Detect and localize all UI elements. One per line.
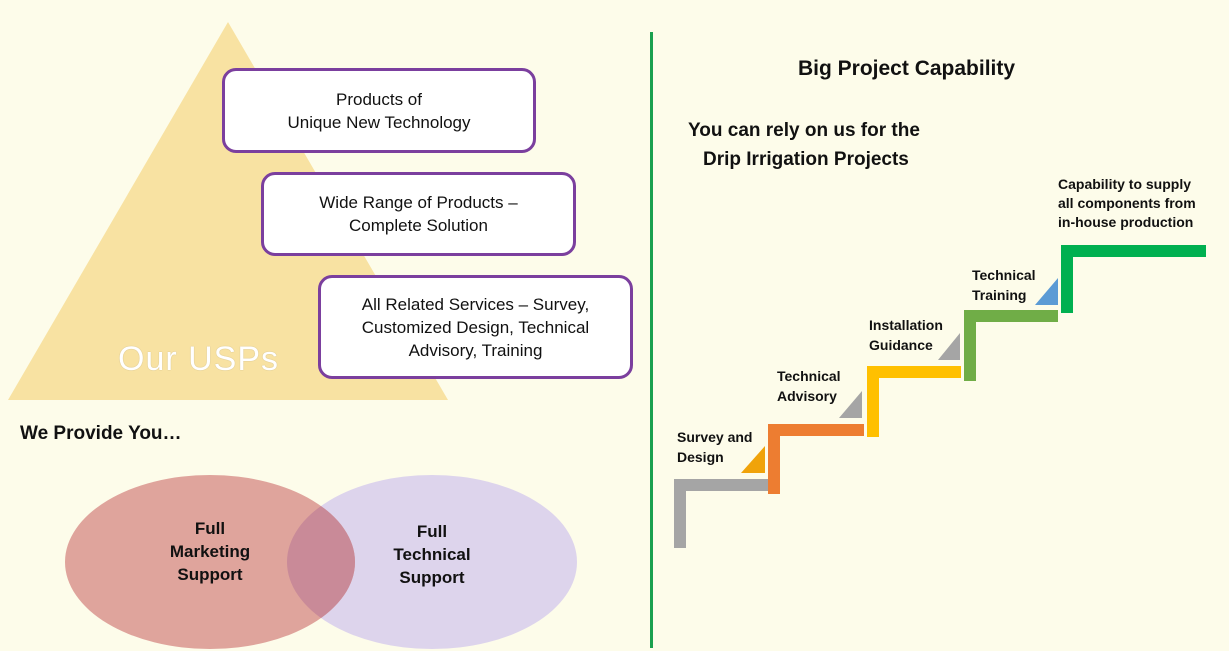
step-installation	[867, 366, 961, 437]
capability-subtitle-line1: You can rely on us for the	[688, 120, 920, 141]
usp-box-range: Wide Range of Products – Complete Soluti…	[261, 172, 576, 256]
usp-box-services: All Related Services – Survey, Customize…	[318, 275, 633, 379]
usps-title: Our USPs	[118, 340, 280, 378]
step-label-supply: Capability to supply all components from…	[1058, 176, 1196, 230]
capability-staircase	[674, 245, 1206, 548]
section-divider	[650, 32, 653, 648]
venn-right-circle	[287, 475, 577, 649]
step-label-installation: Installation Guidance	[869, 317, 943, 353]
provide-heading: We Provide You…	[20, 423, 182, 444]
step-label-training: Technical Training	[972, 267, 1036, 303]
step-advisory	[768, 424, 864, 494]
venn-left-circle	[65, 475, 355, 649]
step-supply	[1061, 245, 1206, 313]
triangle-marker-1	[741, 446, 765, 473]
step-label-advisory: Technical Advisory	[777, 368, 841, 404]
triangle-marker-4	[1035, 278, 1058, 305]
step-label-survey: Survey and Design	[677, 429, 753, 465]
step-training	[964, 310, 1058, 381]
triangle-marker-3	[938, 333, 960, 360]
step-survey	[674, 479, 770, 548]
marketing-support-label: Full Marketing Support	[169, 519, 251, 584]
capability-subtitle-line2: Drip Irrigation Projects	[703, 149, 909, 170]
triangle-marker-2	[839, 391, 862, 418]
usp-box-technology: Products of Unique New Technology	[222, 68, 536, 153]
technical-support-label: Full Technical Support	[393, 522, 471, 587]
capability-title: Big Project Capability	[798, 57, 1016, 80]
